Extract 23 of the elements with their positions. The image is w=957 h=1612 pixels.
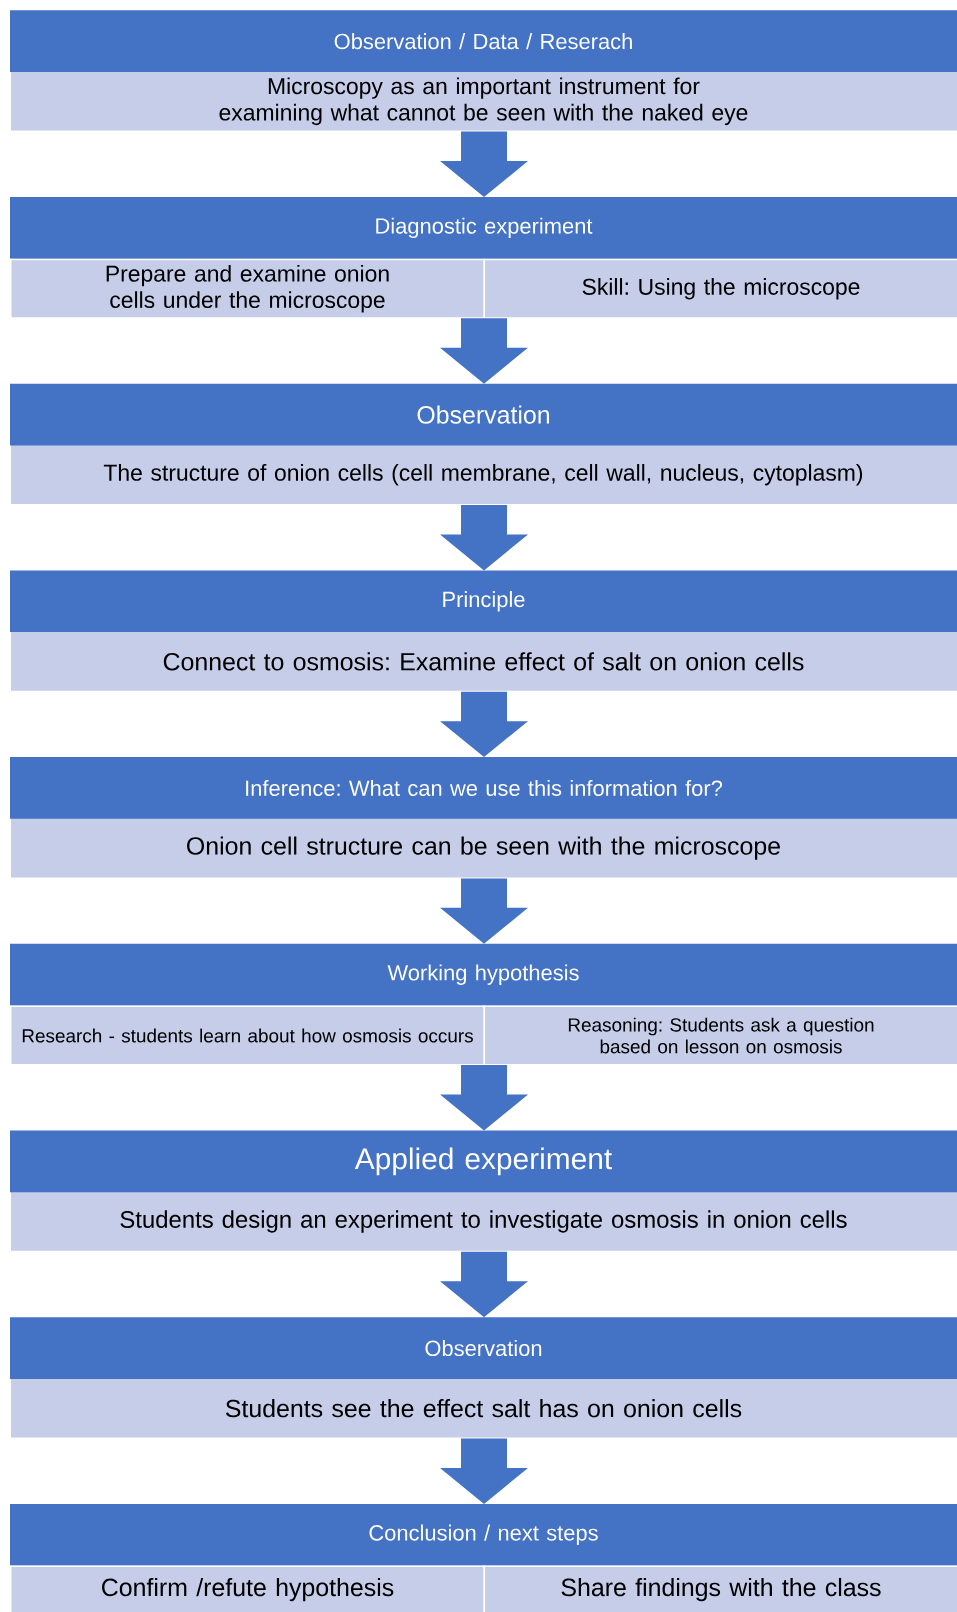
block-arrow [440,691,528,758]
stage-box: Applied experiment Students design an experiment to investigate osmosis in onion cells [10,1130,957,1252]
stage-box: Conclusion / next steps Confirm /refute hypothesis Share findings with the class [10,1503,957,1612]
stage-box: Inference: What can we use this information for? Onion cell structure can be seen with the microscope [10,757,957,879]
block-arrow [440,1251,528,1318]
text-cell: Reasoning: Students ask a question based on lesson on osmosis [483,1005,957,1066]
block-arrow [440,318,528,384]
stage-box: Diagnostic experiment Prepare and examine onion cells under the microscope Skill: Using the microscope [10,197,957,319]
text-cell: Prepare and examine onion cells under the microscope [10,258,485,319]
block-arrow [440,1065,528,1131]
block-arrow [440,1438,528,1504]
stage-box: Observation / Data / Reserach Microscopy as an important instrument for examining what cannot be seen with the naked eye [10,10,957,132]
stage-box: Working hypothesis Research - students learn about how osmosis occurs Reasoning: Students ask a question based on lesson on osmosis [10,943,957,1066]
block-arrow [440,131,528,197]
stage-box: Observation Students see the effect salt has on onion cells [10,1317,957,1439]
text-cell: Skill: Using the microscope [483,258,957,319]
stage-box: Principle Connect to osmosis: Examine effect of salt on onion cells [10,570,957,692]
text-cell: Research - students learn about how osmosis occurs [10,1005,485,1066]
text-cell: Share findings with the class [483,1565,957,1612]
text-cell: Confirm /refute hypothesis [10,1565,485,1612]
block-arrow [440,878,528,944]
stage-box: Observation The structure of onion cells (cell membrane, cell wall, nucleus, cytoplasm) [10,383,957,505]
block-arrow [440,505,528,571]
